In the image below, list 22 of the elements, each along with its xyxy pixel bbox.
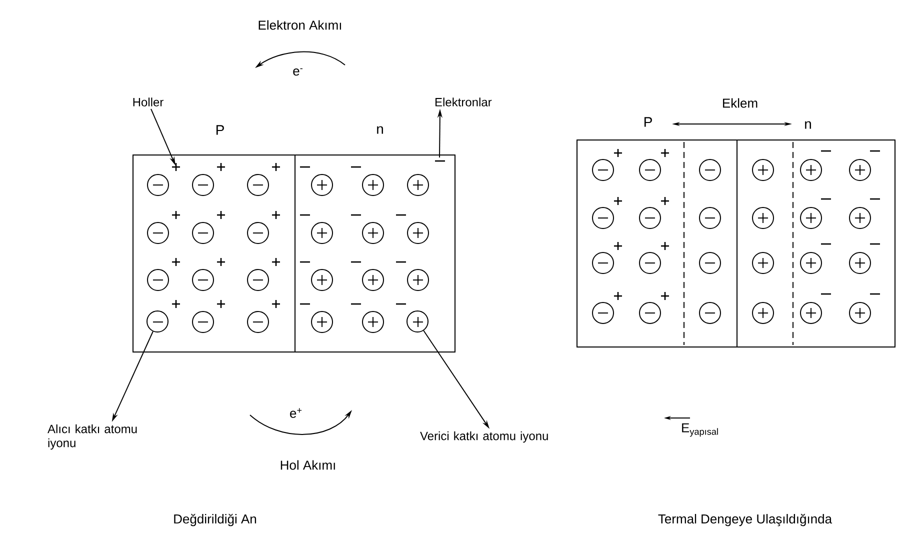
node-label: P	[644, 117, 652, 127]
field-label: E$_{yapısal}$	[682, 423, 718, 437]
node-label: n	[377, 126, 383, 134]
region-box: n	[294, 126, 456, 352]
caption: Termal Dengeye Ulaşıldığında	[658, 514, 832, 526]
charge-label: e$^{-}$	[293, 68, 302, 76]
callout-text: Verici katkı atomu iyonu	[420, 431, 548, 443]
callout-text: Holler	[133, 98, 164, 106]
callout-text: Elektronlar	[436, 98, 492, 106]
ion-symbol	[146, 310, 168, 332]
callout-text: Alıcı katkı atomu iyonu	[48, 424, 137, 450]
region-box: P	[132, 125, 296, 352]
caption: Değdirildiği An	[174, 514, 256, 526]
node-label: P	[216, 125, 224, 135]
charge-label: e$^{+}$	[290, 408, 302, 418]
heading: Eklem	[723, 98, 758, 108]
region-box: n	[736, 121, 896, 348]
heading: Hol Akımı	[280, 460, 335, 470]
node-label: n	[805, 121, 811, 129]
ion-symbol	[406, 310, 428, 332]
region-box: P	[576, 117, 738, 348]
heading: Elektron Akımı	[258, 20, 341, 30]
